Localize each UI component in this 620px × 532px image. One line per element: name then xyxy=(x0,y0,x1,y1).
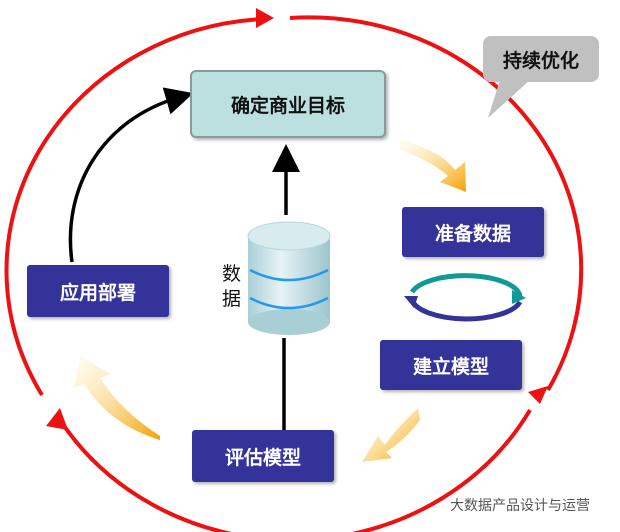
ring-arrowhead xyxy=(256,8,274,28)
node-prepare-data: 准备数据 xyxy=(402,207,544,257)
ring-arrowhead xyxy=(528,386,548,404)
node-evaluate-model: 评估模型 xyxy=(192,430,334,482)
node-build-model: 建立模型 xyxy=(380,340,522,390)
database-icon xyxy=(247,221,331,335)
cycle-ring xyxy=(4,8,584,532)
orange-arrow xyxy=(400,140,466,192)
data-label: 数据 xyxy=(222,263,242,310)
watermark: 大数据产品设计与运营 xyxy=(450,498,590,514)
orange-arrow xyxy=(74,356,160,440)
continuous-optimization-callout: 持续优化 xyxy=(483,36,599,82)
deploy-to-goal-arrow xyxy=(68,87,194,263)
cycle-icon xyxy=(404,273,526,322)
orange-arrow xyxy=(362,408,420,462)
node-define-business-goal: 确定商业目标 xyxy=(190,70,386,138)
node-deploy: 应用部署 xyxy=(27,265,169,317)
ring-arrowhead xyxy=(46,408,68,430)
callout-tail xyxy=(488,80,530,118)
